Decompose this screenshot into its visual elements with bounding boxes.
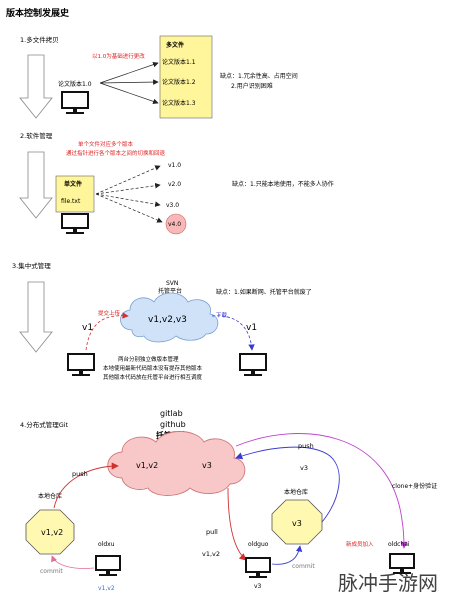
mid-commit-arrow: [271, 545, 303, 565]
section1-cons-1: 缺点：1.冗余性高、占用空间: [220, 72, 298, 80]
svn-cloud: [120, 292, 219, 343]
timeline-arrow-1: [19, 54, 53, 119]
platform-gitlab: gitlab: [160, 409, 183, 418]
single-file-title: 单文件: [64, 180, 82, 188]
right-client-version: v1: [246, 323, 257, 333]
svn-cloud-text: v1,v2,v3: [148, 315, 187, 325]
left-repo-versions: v1,v2: [41, 528, 63, 537]
single-file-name: file.txt: [61, 198, 81, 205]
svn-platform-label: 托管平台: [158, 287, 182, 295]
user-oldguo: oldguo: [248, 541, 269, 548]
download-arrow: [211, 315, 255, 351]
monitor-icon: [61, 91, 89, 114]
section3-heading: 3.集中式管理: [12, 261, 51, 270]
section2-red-note-1: 单个文件对应多个版本: [78, 140, 134, 148]
left-client-version: v1: [82, 323, 93, 333]
left-commit-arrow: [51, 555, 95, 569]
monitor-icon: [61, 213, 89, 234]
right-local-repo: [271, 499, 323, 545]
watermark: 脉冲手游网: [338, 571, 438, 595]
section3-cons: 缺点：1.如果断网、托管平台就废了: [216, 288, 312, 296]
pull-arrow: [227, 487, 247, 561]
pointer-arrow-1: [95, 165, 161, 195]
pointer-arrow-2: [95, 182, 161, 195]
section1-red-note: 以1.0为基础进行更改: [92, 52, 145, 60]
monitor-icon: [95, 555, 121, 576]
single-file-box: [55, 175, 95, 213]
right-repo-label: 本地仓库: [284, 488, 308, 496]
timeline-arrow-2: [19, 151, 53, 219]
monitor-icon: [389, 553, 415, 574]
mid-commit-label: commit: [292, 563, 315, 570]
monitor-icon: [67, 353, 95, 376]
section3-desc-2: 本地使用最新代码版本没有提存其他版本: [103, 364, 203, 372]
right-push-arrow: [235, 446, 340, 523]
left-commit-label: commit: [40, 568, 63, 575]
left-local-repo: [25, 509, 75, 555]
pull-label: pull: [206, 528, 218, 536]
user-oldxu: oldxu: [98, 541, 115, 548]
right-v3-label: v3: [300, 464, 308, 472]
file-version-1: 论文版本1.1: [162, 58, 196, 66]
pointer-arrow-4: [95, 193, 163, 223]
pointer-arrow-3: [95, 193, 161, 207]
page-title: 版本控制发展史: [5, 7, 70, 19]
version-v1: v1.0: [168, 162, 181, 169]
left-push-arrow: [53, 462, 119, 509]
current-version-circle: [165, 213, 187, 235]
version-v2: v2.0: [168, 181, 181, 188]
section4-heading: 4.分布式管理Git: [20, 420, 69, 429]
clone-arrow: [235, 433, 408, 549]
git-cloud: [107, 431, 246, 496]
file-version-3: 论文版本1.3: [162, 99, 196, 107]
bottom-left-versions: v1,v2: [98, 585, 115, 592]
cloud-left-versions: v1,v2: [136, 461, 158, 470]
version-v3: v3.0: [166, 202, 179, 209]
section2-cons: 缺点：1.只能本地使用，不能多人协作: [232, 180, 334, 188]
file-version-2: 论文版本1.2: [162, 78, 196, 86]
download-label: 下载: [216, 311, 228, 319]
source-file-label: 论文版本1.0: [58, 80, 92, 88]
bottom-mid-version: v3: [254, 583, 262, 590]
copy-arrow-2: [99, 79, 159, 85]
left-push-label: push: [72, 470, 88, 478]
section1-heading: 1.多文件拷贝: [20, 35, 59, 44]
section2-heading: 2.软件管理: [20, 131, 53, 140]
version-v4: v4.0: [168, 221, 181, 228]
left-repo-label: 本地仓库: [38, 492, 62, 500]
right-repo-version: v3: [292, 519, 302, 528]
section3-desc-3: 其他版本代码放在托管平台进行相互调度: [103, 373, 203, 381]
timeline-arrow-3: [19, 281, 53, 353]
platform-github: github: [160, 420, 186, 429]
upload-arrow: [85, 312, 129, 351]
user-oldchai: oldchai: [388, 541, 410, 548]
multi-file-title: 多文件: [166, 41, 184, 49]
new-member-label: 新成员加入: [346, 540, 374, 548]
section2-red-note-2: 通过指针进行各个版本之间的切换和回退: [66, 149, 166, 157]
monitor-icon: [239, 353, 267, 376]
section1-cons-2: 2.用户识别困难: [231, 82, 273, 90]
right-push-label: push: [298, 442, 314, 450]
copy-arrow-3: [99, 82, 159, 105]
section3-desc-1: 两台分别独立做版本管理: [118, 355, 179, 363]
clone-label: clone+身份验证: [392, 482, 437, 490]
monitor-icon: [245, 557, 271, 578]
multi-file-box: [159, 35, 213, 119]
svn-label: SVN: [166, 280, 178, 287]
pull-versions-label: v1,v2: [202, 550, 220, 558]
upload-label: 提交上传: [98, 309, 121, 317]
copy-arrow-1: [99, 61, 159, 84]
cloud-right-version: v3: [202, 461, 212, 470]
